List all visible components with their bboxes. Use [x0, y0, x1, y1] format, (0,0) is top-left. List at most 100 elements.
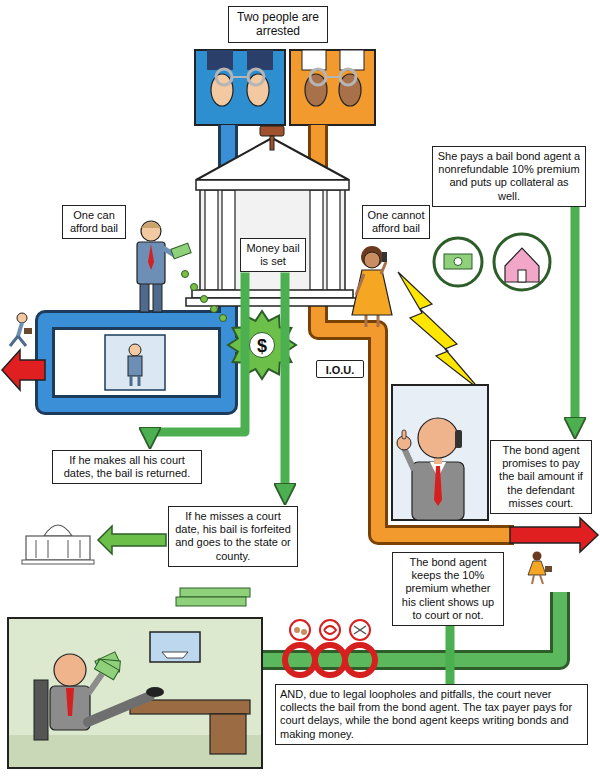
office-scene	[54, 654, 86, 686]
house-circle	[494, 234, 550, 290]
blue-pipe	[45, 125, 236, 405]
running-man	[24, 328, 32, 334]
outcome-box: If he makes all his court dates, the bai…	[52, 450, 202, 484]
note-box: She pays a bail bond agent a nonrefundab…	[432, 146, 586, 207]
flow-arrow	[446, 626, 455, 684]
flow-arrow	[150, 272, 245, 436]
arrest-panel-blue	[247, 74, 269, 106]
loophole-rings	[315, 645, 345, 675]
arrest-panel-blue	[216, 69, 232, 85]
box-text: If he misses a court date, his bail is f…	[173, 510, 293, 563]
box-text: One can afford bail	[67, 209, 121, 235]
arrest-panel-blue	[195, 50, 285, 125]
arrest-panel-orange	[310, 69, 326, 85]
summary-box: AND, due to legal loopholes and pitfalls…	[275, 684, 588, 745]
arrest-panel-blue	[248, 69, 264, 85]
coins	[182, 271, 189, 278]
arrest-panel-orange	[326, 76, 340, 78]
office-scene	[34, 680, 48, 740]
bond-agent	[402, 430, 406, 439]
running-man	[17, 313, 27, 323]
house-circle	[505, 248, 539, 282]
courthouse	[222, 190, 235, 290]
note-box: The bond agent promises to pay the bail …	[490, 440, 592, 514]
man-figure	[141, 221, 161, 241]
cash-stack	[176, 597, 246, 606]
released-man	[130, 376, 133, 386]
arrest-panel-blue	[195, 50, 285, 125]
woman-figure	[365, 314, 368, 327]
money-circle	[434, 238, 482, 286]
coins	[220, 315, 227, 322]
woman-figure	[361, 246, 383, 268]
courthouse	[205, 190, 218, 290]
flow-arrow	[281, 272, 290, 492]
state-building	[48, 540, 49, 558]
man-figure	[141, 222, 161, 228]
box-text: Money bail is set	[245, 242, 301, 268]
office-scene	[162, 652, 188, 658]
arrest-panel-orange	[340, 50, 364, 70]
man-figure	[140, 282, 149, 312]
man-figure	[137, 221, 191, 312]
loophole-rings	[345, 645, 375, 675]
walking-woman	[545, 566, 552, 572]
courthouse	[186, 298, 359, 306]
coins	[191, 284, 198, 291]
outcome-box: If he misses a court date, his bail is f…	[168, 506, 298, 567]
loophole-rings	[294, 627, 300, 633]
loophole-rings	[301, 629, 307, 635]
arrest-panel-orange	[302, 50, 326, 70]
callout-box: One cannot afford bail	[362, 205, 430, 239]
arrest-panel-orange	[290, 50, 375, 125]
callout-box: One can afford bail	[62, 205, 126, 239]
arrest-panel-blue	[211, 74, 233, 106]
arrest-panel-orange	[290, 50, 375, 125]
blue-pipe	[45, 125, 236, 405]
man-figure	[148, 244, 154, 270]
house-circle	[518, 270, 526, 282]
bond-agent	[455, 430, 462, 448]
state-building	[26, 536, 90, 560]
bond-agent	[412, 462, 464, 520]
office-scene	[88, 696, 150, 722]
state-building	[36, 540, 37, 558]
office-scene	[94, 659, 119, 680]
arrest-panel-orange	[339, 74, 361, 106]
arrest-panel-orange	[305, 74, 327, 106]
coins	[201, 296, 208, 303]
office-scene	[8, 618, 262, 768]
forfeit-arrow	[98, 526, 166, 554]
bond-agent	[392, 385, 488, 520]
lightning-bolt	[398, 272, 480, 390]
office-scene	[150, 632, 200, 662]
office-scene	[8, 618, 262, 768]
courthouse	[327, 190, 340, 290]
running-man	[10, 313, 32, 346]
box-text: She pays a bail bond agent a nonrefundab…	[437, 150, 581, 203]
lightning-bolt	[398, 272, 480, 390]
loophole-rings	[285, 645, 315, 675]
woman-figure	[356, 274, 364, 295]
walking-woman	[532, 575, 534, 584]
cash-stack	[180, 588, 250, 597]
woman-figure	[382, 252, 387, 262]
arrest-panel-blue	[247, 50, 273, 70]
box-text: The bond agent promises to pay the bail …	[495, 444, 587, 510]
process-box: Money bail is set	[240, 238, 306, 272]
courthouse	[310, 190, 323, 290]
office-scene	[88, 674, 102, 694]
bond-agent	[392, 385, 488, 520]
money-circle	[454, 258, 462, 266]
exit-arrow-right	[510, 518, 598, 552]
woman-figure	[364, 252, 380, 268]
state-building	[44, 525, 72, 536]
loophole-rings	[324, 626, 336, 634]
iou-slip: I.O.U.	[316, 360, 364, 378]
man-figure	[171, 243, 191, 259]
state-building	[22, 525, 94, 564]
state-building	[22, 560, 94, 564]
